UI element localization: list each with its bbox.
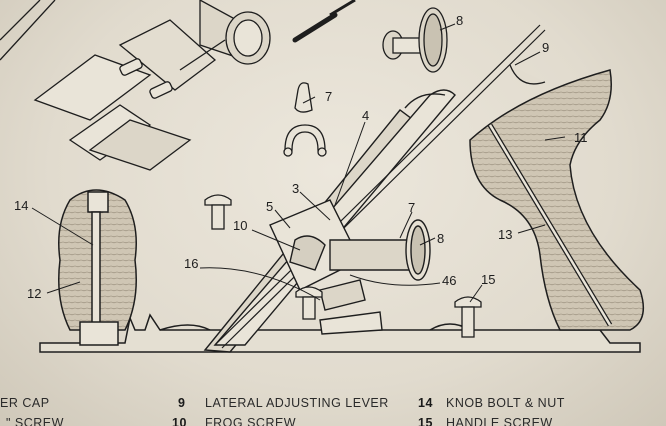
callout-15: 15: [481, 272, 495, 287]
callout-labels: 14 12 16 10 5 3 4 7 7 8 8 9 11 13 46 15: [14, 13, 588, 301]
callout-8-top: 8: [456, 13, 463, 28]
front-knob: [58, 189, 137, 346]
legend-num-15: 15: [418, 416, 433, 426]
callout-8-frog: 8: [437, 231, 444, 246]
adjuster-wheel-top: [179, 11, 271, 71]
callout-46: 46: [442, 273, 456, 288]
parts-legend: ER CAP 9 LATERAL ADJUSTING LEVER 14 KNOB…: [0, 392, 666, 426]
legend-num-14: 14: [418, 396, 433, 410]
screws: [204, 194, 482, 338]
rear-handle: [469, 69, 645, 331]
callout-9: 9: [542, 40, 549, 55]
callout-10: 10: [233, 218, 247, 233]
top-left-parts: [0, 0, 256, 171]
legend-item-screw-cut: " SCREW: [6, 416, 64, 426]
callout-12: 12: [27, 286, 41, 301]
legend-num-9: 9: [178, 396, 186, 410]
legend-item-frog-screw: FROG SCREW: [205, 416, 297, 426]
lateral-lever-shape: [509, 64, 546, 85]
small-parts-top: [283, 0, 356, 157]
adjusting-nut-8: [382, 7, 448, 73]
callout-13: 13: [498, 227, 512, 242]
legend-item-knob-bolt-nut: KNOB BOLT & NUT: [446, 396, 565, 410]
callout-7-frog: 7: [408, 200, 415, 215]
hand-plane-diagram: 14 12 16 10 5 3 4 7 7 8 8 9 11 13 46 15: [0, 0, 645, 353]
callout-4: 4: [362, 108, 369, 123]
callout-3: 3: [292, 181, 299, 196]
callout-11: 11: [574, 130, 588, 145]
legend-num-10: 10: [172, 416, 187, 426]
frog-blade-assembly: [203, 24, 546, 353]
legend-item-er-cap: ER CAP: [0, 396, 50, 410]
callout-5: 5: [266, 199, 273, 214]
callout-7-top: 7: [325, 89, 332, 104]
leader-lines: [31, 23, 566, 303]
legend-item-lateral-adjusting-lever: LATERAL ADJUSTING LEVER: [205, 396, 389, 410]
callout-16: 16: [184, 256, 198, 271]
legend-item-handle-screw: HANDLE SCREW: [446, 416, 553, 426]
callout-14: 14: [14, 198, 28, 213]
